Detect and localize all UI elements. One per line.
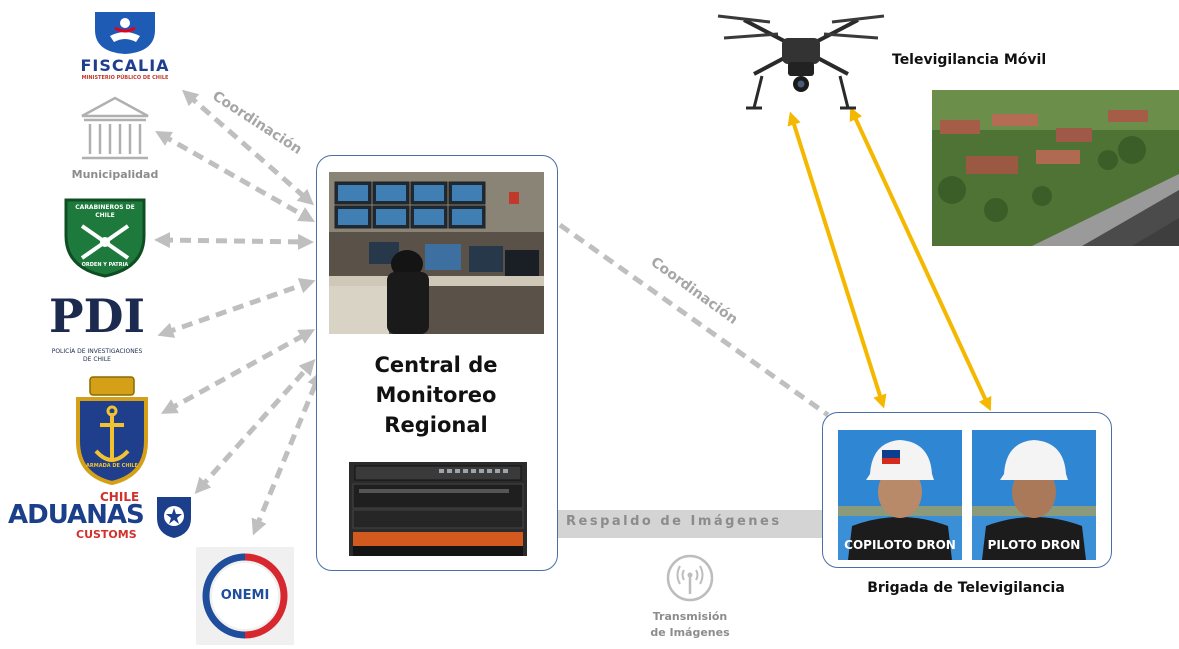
transmision-label-2: de Imágenes bbox=[650, 626, 730, 639]
pdi-sub1: POLICÍA DE INVESTIGACIONES bbox=[51, 348, 143, 355]
carabineros-top: CARABINEROS DE bbox=[75, 204, 135, 211]
copiloto-label: COPILOTO DRON bbox=[844, 538, 956, 552]
carabineros-shield-icon bbox=[64, 198, 146, 278]
fiscalia-sub: MINISTERIO PÚBLICO DE CHILE bbox=[81, 75, 169, 81]
respaldo-band bbox=[555, 510, 823, 538]
pdi-logo: PDI POLICÍA DE INVESTIGACIONES DE CHILE bbox=[42, 290, 152, 370]
pdi-sub2: DE CHILE bbox=[83, 356, 111, 363]
aerial-photo bbox=[932, 90, 1179, 246]
fiscalia-logo: FISCALIA MINISTERIO PÚBLICO DE CHILE bbox=[60, 6, 190, 81]
arrow-armada bbox=[160, 329, 316, 414]
dashed-link-brigada bbox=[558, 222, 830, 418]
televigilancia-movil-label: Televigilancia Móvil bbox=[892, 52, 1047, 68]
pdi-name: PDI bbox=[49, 289, 145, 343]
piloto-photo: PILOTO DRON bbox=[972, 430, 1096, 560]
brigada-label: Brigada de Televigilancia bbox=[867, 580, 1065, 596]
respaldo-label: Respaldo de Imágenes bbox=[566, 514, 782, 529]
armada-logo: ARMADA DE CHILE bbox=[72, 375, 152, 487]
central-title-line1: Central de bbox=[374, 353, 498, 377]
aduanas-logo: CHILE ADUANAS CUSTOMS bbox=[8, 490, 198, 542]
antenna-icon bbox=[666, 554, 714, 602]
onemi-logo: ONEMI bbox=[196, 547, 294, 645]
municipalidad-name: Municipalidad bbox=[71, 168, 159, 181]
onemi-ring-icon bbox=[202, 553, 288, 639]
drone-link-copiloto bbox=[787, 111, 887, 409]
armada-name: ARMADA DE CHILE bbox=[86, 463, 138, 469]
municipalidad-logo: Municipalidad bbox=[60, 94, 170, 186]
fiscalia-emblem-icon bbox=[95, 12, 155, 54]
transmision-label-1: Transmisión bbox=[652, 610, 728, 623]
aduanas-customs: CUSTOMS bbox=[76, 528, 137, 541]
piloto-label: PILOTO DRON bbox=[987, 538, 1081, 552]
arrow-pdi bbox=[157, 278, 316, 338]
central-title: Central de Monitoreo Regional bbox=[316, 350, 556, 440]
drone-icon bbox=[717, 14, 885, 110]
fiscalia-name: FISCALIA bbox=[80, 56, 170, 75]
server-rack-photo bbox=[349, 462, 527, 556]
central-title-line3: Regional bbox=[384, 413, 488, 437]
aduanas-name: ADUANAS bbox=[8, 500, 145, 530]
control-room-photo bbox=[329, 172, 544, 334]
drone-link-piloto bbox=[849, 106, 992, 412]
carabineros-bottom: ORDEN Y PATRIA bbox=[81, 262, 129, 268]
aduanas-shield-icon bbox=[157, 497, 191, 538]
arrow-carabineros bbox=[154, 232, 314, 250]
arrow-municipalidad bbox=[155, 131, 315, 222]
carabineros-top2: CHILE bbox=[95, 212, 115, 219]
arrow-onemi bbox=[251, 370, 323, 536]
aduanas-chile: CHILE bbox=[100, 490, 140, 504]
copiloto-photo: COPILOTO DRON bbox=[838, 430, 962, 560]
armada-shield-icon bbox=[76, 376, 148, 486]
municipal-building-icon bbox=[81, 96, 149, 160]
central-title-line2: Monitoreo bbox=[375, 383, 497, 407]
carabineros-logo: CARABINEROS DE CHILE ORDEN Y PATRIA bbox=[60, 192, 150, 280]
onemi-name: ONEMI bbox=[220, 588, 270, 603]
